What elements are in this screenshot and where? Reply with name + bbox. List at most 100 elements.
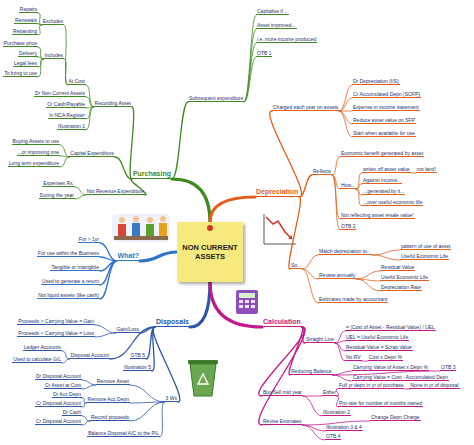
branch-line: [82, 421, 90, 425]
topic-text: Straight Line: [305, 336, 335, 343]
topic-label: Disposal Account: [71, 352, 109, 358]
topic-label: OTB 5: [131, 352, 145, 358]
topic-text: Against income...: [362, 177, 402, 184]
topic-label: 3 Ws: [166, 395, 177, 401]
branch-line: [210, 282, 262, 327]
topic-label: Economic benefit generated by asset: [341, 150, 423, 156]
topic-label: None in yr of disposal: [410, 382, 458, 388]
branch-line: [372, 250, 400, 255]
branch-line: [153, 327, 180, 402]
topic-text: So...: [290, 262, 302, 269]
topic-label: pattern of use of asset: [401, 243, 450, 249]
topic-text: Residual Value: [380, 264, 415, 271]
topic-text: Depreciation Rate: [380, 284, 422, 291]
branch-line: [335, 343, 345, 351]
topic-text: Used to generate a return: [41, 278, 100, 285]
topic-label: In NCA Register: [49, 112, 85, 118]
branch-line: [172, 179, 210, 222]
topic-label: Change Depn Charge: [371, 414, 420, 420]
topic-label: Illustration 5: [124, 364, 151, 370]
branch-line: [244, 15, 256, 102]
topic-text: Carrying Value of Asset x Depn %: [352, 364, 429, 371]
branch-line: [130, 107, 134, 179]
branch-line: [82, 385, 96, 389]
topic-label: Straight Line: [306, 336, 334, 342]
topic-label: Dr Cash: [63, 409, 81, 415]
branch-line: [190, 282, 210, 327]
topic-label: So...: [291, 262, 301, 268]
topic-label: For > 1yr: [79, 236, 99, 242]
topic-label: Useful Economic Life: [381, 274, 428, 280]
topic-label: Either: [323, 389, 336, 395]
topic-text: Includes: [43, 52, 64, 59]
topic-label: Residual Value: [381, 264, 414, 270]
topic-text: pattern of use of asset: [400, 243, 451, 250]
topic-label: To bring to use: [4, 70, 37, 76]
branch-line: [82, 416, 90, 421]
topic-text: Dr Cash: [62, 409, 82, 416]
branch-line: [339, 111, 352, 137]
branch-line: [339, 111, 352, 124]
topic-text: In NCA Register: [48, 112, 86, 119]
topic-label: Cr Cash/Payable: [47, 101, 85, 107]
topic-text: Expense in income statement: [352, 104, 420, 111]
topic-text: Capitalise if ...: [256, 8, 289, 15]
branch-line: [140, 252, 177, 261]
topic-label: Against income...: [363, 177, 401, 183]
branch-line: [130, 402, 165, 421]
topic-text: Residual Value = Scrap Value: [345, 344, 413, 351]
topic-text: How...: [340, 182, 356, 189]
branch-line: [332, 175, 340, 230]
topic-label: Dr Depreciation (I/S): [353, 78, 399, 84]
topic-text: Reduce asset value on SFP: [352, 117, 416, 124]
topic-label: No RV: [346, 354, 361, 360]
branch-line: [289, 197, 301, 269]
topic-text: = (Cost of Asset - Residual Value) / UEL: [345, 324, 436, 331]
topic-text: Asset improved...: [256, 22, 297, 29]
branch-line: [335, 331, 345, 343]
topic-label: Recording Asset: [95, 100, 131, 106]
topic-text: Buying Assets to use: [12, 138, 60, 145]
topic-label: Renewals: [15, 17, 37, 23]
topic-label: Residual Value = Scrap Value: [346, 344, 412, 350]
branch-line: [244, 29, 256, 102]
topic-text: Balance Disposal A/C to the P/L: [87, 430, 160, 437]
branch-line: [210, 197, 255, 222]
topic-label: Illustration 3 & 4: [326, 424, 362, 430]
topic-text: Dr Non Current Assets: [34, 90, 86, 97]
branch-line: [110, 327, 155, 359]
topic-text: Illustration 5: [123, 364, 152, 371]
topic-text: Match depreciation to...: [318, 248, 372, 255]
topic-text: Cr Asset at Cost: [44, 382, 82, 389]
topic-label: Reduce asset value on SFP: [353, 117, 415, 123]
topic-label: Buying Assets to use: [13, 138, 59, 144]
branch-line: [62, 359, 70, 363]
branch-line: [244, 57, 256, 102]
branch-label: Purchasing: [132, 170, 172, 179]
branch-line: [335, 343, 345, 361]
branch-line: [38, 25, 42, 35]
topic-label: Proceeds < Carrying Value = Loss: [18, 330, 94, 336]
branch-line: [244, 43, 256, 102]
topic-label: Expense in income statement: [353, 104, 419, 110]
topic-label: Cr Asset at Cost: [45, 382, 81, 388]
topic-text: Illustration 1: [57, 123, 86, 130]
branch-line: [270, 111, 302, 197]
branch-label: Calculation: [262, 318, 302, 327]
topic-label: Includes: [44, 52, 63, 58]
topic-label: Asset improved...: [257, 22, 296, 28]
branch-line: [64, 25, 68, 85]
branch-line: [86, 107, 94, 130]
topic-label: Legal fees: [14, 60, 37, 66]
topic-text: Remove Acc Depn: [87, 396, 130, 403]
topic-label: Review annually: [319, 272, 355, 278]
topic-label: Tangible or Intangible: [51, 264, 99, 270]
topic-text: not land!: [416, 166, 437, 173]
topic-text: Capital Expenditure: [69, 150, 115, 157]
topic-label: OTB 3: [441, 364, 455, 370]
topic-label: Not Revenue Expenditure: [87, 188, 144, 194]
topic-text: Useful Economic Life: [400, 253, 449, 260]
branch-line: [95, 325, 115, 333]
topic-label: Proceeds > Carrying Value = Gain: [18, 318, 94, 324]
topic-text: Pro-rate for number of months owned: [338, 400, 423, 407]
